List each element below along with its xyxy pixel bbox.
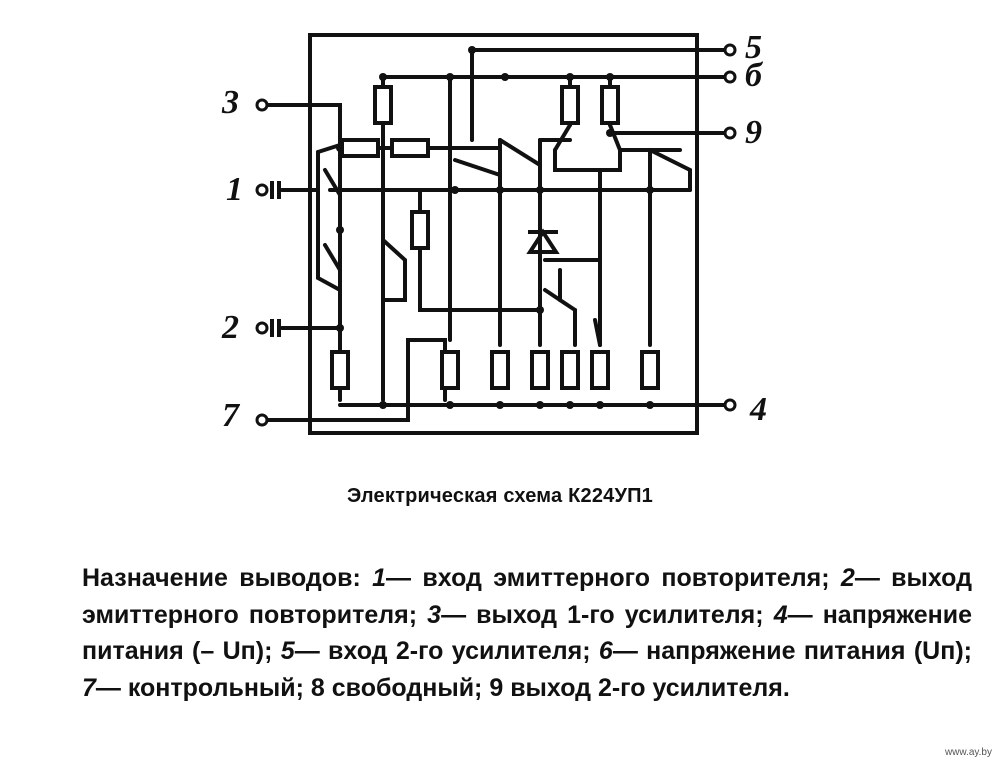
wire-12 — [316, 143, 342, 154]
resistor-6 — [600, 85, 620, 125]
wire-20 — [381, 238, 407, 302]
wire-24 — [498, 138, 542, 167]
wire-30 — [553, 148, 622, 172]
pin-terminals — [255, 43, 737, 427]
pin-label-4: 4 — [749, 391, 767, 428]
wire-15 — [323, 243, 342, 272]
junction-dot-12 — [536, 186, 544, 194]
wire-21 — [418, 188, 542, 312]
terminal-cap-2 — [255, 321, 269, 335]
junction-dot-17 — [536, 401, 544, 409]
legend-item-8: 8 свободный; — [310, 673, 483, 702]
diode-symbol — [526, 228, 560, 254]
resistor-2 — [340, 138, 380, 158]
resistor-7 — [330, 350, 350, 390]
junction-dot-5 — [566, 73, 574, 81]
watermark: www.ay.by — [944, 747, 992, 758]
resistor-4 — [410, 210, 430, 250]
junction-dot-11 — [496, 186, 504, 194]
terminal-6 — [255, 413, 269, 427]
junction-dot-19 — [596, 401, 604, 409]
junction-dot-4 — [501, 73, 509, 81]
circuit-schematic: 5 б 9 3 1 2 7 4 — [221, 29, 767, 435]
pin-label-3: 3 — [221, 84, 239, 121]
terminal-5 — [255, 98, 269, 112]
pin-label-6: б — [745, 57, 764, 94]
legend-item-9: 9 выход 2-го усилителя. — [489, 673, 790, 702]
chip-frame — [308, 33, 699, 435]
wire-6 — [260, 103, 342, 147]
resistor-9 — [490, 350, 510, 390]
legend-item-5: 5— вход 2-го усилителя; — [280, 637, 591, 665]
legend-item-6: 6— напряжение питания (Uп); — [598, 637, 972, 665]
wire-32 — [608, 123, 622, 152]
resistors — [330, 85, 660, 390]
legend-title: Назначение выводов: — [82, 564, 361, 592]
terminal-1 — [723, 43, 737, 57]
resistor-5 — [560, 85, 580, 125]
legend-item-7: 7— контрольный; — [82, 673, 304, 702]
resistor-8 — [440, 350, 460, 390]
terminal-cap-1 — [255, 183, 269, 197]
pin-label-2: 2 — [221, 309, 239, 346]
junction-dot-9 — [336, 324, 344, 332]
wire-41 — [543, 288, 562, 302]
terminal-2 — [723, 70, 737, 84]
junction-dot-8 — [336, 144, 344, 152]
resistor-11 — [560, 350, 580, 390]
legend-item-1: 1— вход эмиттерного повторителя; — [372, 564, 830, 592]
junction-dot-21 — [336, 226, 344, 234]
wire-7 — [260, 338, 447, 422]
junction-dot-10 — [451, 186, 459, 194]
circuit-wires — [260, 48, 732, 422]
wire-34 — [648, 148, 692, 192]
resistor-12 — [590, 350, 610, 390]
pin-legend: Назначение выводов: 1— вход эмиттерного … — [82, 560, 972, 706]
pin-label-5: 5 — [745, 29, 762, 66]
junction-dot-16 — [496, 401, 504, 409]
junction-dot-20 — [646, 401, 654, 409]
junction-dot-14 — [379, 401, 387, 409]
resistor-3 — [390, 138, 430, 158]
junction-dot-18 — [566, 401, 574, 409]
terminal-4 — [723, 398, 737, 412]
junction-dot-15 — [446, 401, 454, 409]
legend-item-3: 3— выход 1-го усилителя; — [427, 600, 764, 629]
wire-38 — [558, 268, 577, 312]
junction-dot-3 — [446, 73, 454, 81]
legend-item-4: 4— напряжение питания (– Uп); — [82, 600, 973, 666]
resistor-10 — [530, 350, 550, 390]
junction-dot-1 — [468, 46, 476, 54]
junction-dot-13 — [646, 186, 654, 194]
wire-40 — [593, 318, 602, 347]
resistor-1 — [373, 85, 393, 125]
junction-dot-2 — [379, 73, 387, 81]
pin-label-9: 9 — [745, 114, 762, 151]
junction-dot-22 — [536, 306, 544, 314]
diagram-caption: Электрическая схема К224УП1 — [346, 485, 654, 507]
wire-11 — [316, 228, 342, 292]
pin-label-1: 1 — [226, 171, 243, 208]
junction-dot-7 — [606, 129, 614, 137]
pin-label-7: 7 — [222, 397, 241, 434]
terminal-3 — [723, 126, 737, 140]
junction-dots — [336, 46, 654, 409]
junction-dot-6 — [606, 73, 614, 81]
resistor-13 — [640, 350, 660, 390]
legend-item-2: 2— выход эмиттерного повторителя; — [82, 564, 972, 629]
wire-25 — [453, 158, 502, 177]
wire-31 — [553, 123, 572, 152]
